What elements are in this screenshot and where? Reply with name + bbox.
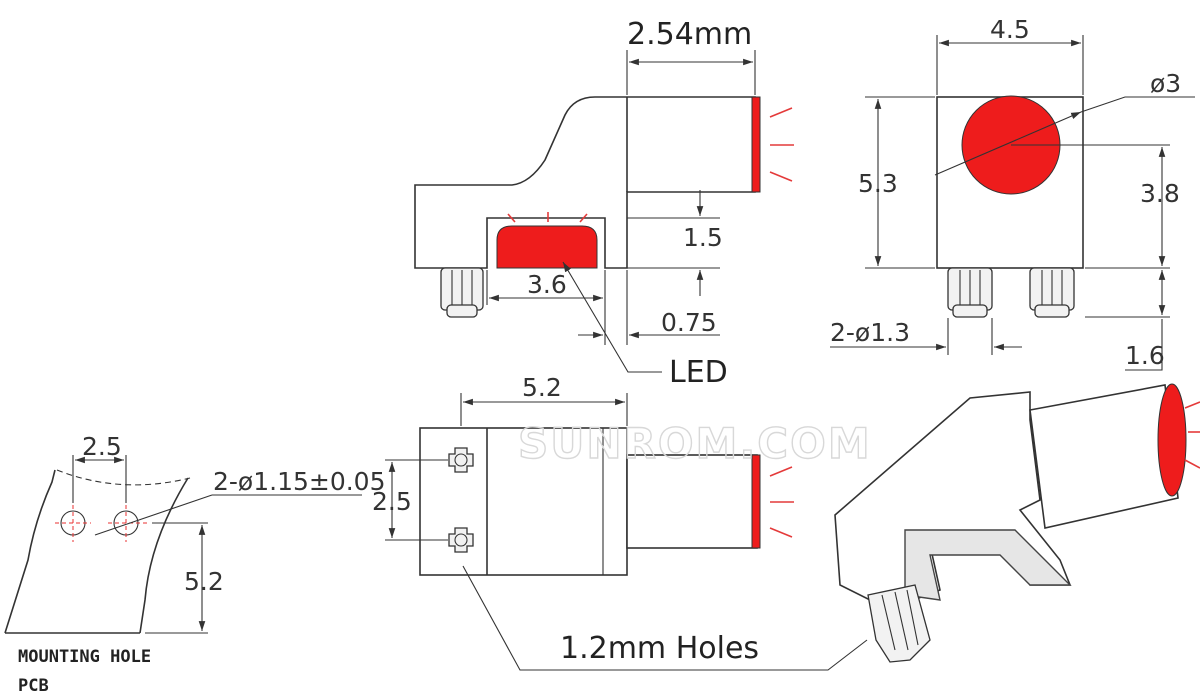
pin-3d bbox=[867, 584, 931, 663]
dim-pitch-top: 2.5 bbox=[372, 487, 412, 516]
dim-pin-length: 1.6 bbox=[1125, 341, 1165, 370]
mounting-boss-top bbox=[448, 447, 474, 473]
pcb-dim-pitch: 2.5 bbox=[82, 432, 122, 461]
side-view: 2.54mm 1.5 3.6 0.75 LED bbox=[414, 17, 794, 390]
dim-diameter: ø3 bbox=[1150, 69, 1181, 98]
dim-pin-diameter: 2-ø1.3 bbox=[830, 318, 910, 347]
led-lens-top bbox=[751, 454, 761, 549]
pin-front-left bbox=[947, 267, 993, 318]
pcb-dim-hole: 2-ø1.15±0.05 bbox=[213, 467, 386, 496]
dim-width-front: 4.5 bbox=[990, 15, 1030, 44]
dim-width-side: 2.54mm bbox=[627, 17, 752, 52]
led-die-side bbox=[496, 225, 598, 269]
pcb-caption-2: PCB bbox=[18, 676, 49, 696]
isometric-view bbox=[834, 383, 1200, 663]
dim-length-top: 5.2 bbox=[522, 373, 562, 402]
watermark: SUNROM.COM bbox=[518, 419, 872, 468]
dim-height-front: 5.3 bbox=[858, 169, 898, 198]
top-view: 5.2 2.5 1.2mm Holes bbox=[372, 373, 868, 671]
pcb-hole-right bbox=[108, 505, 148, 542]
pin-side bbox=[440, 267, 484, 318]
led-lens-side bbox=[751, 96, 761, 193]
mounting-boss-bottom bbox=[448, 527, 474, 553]
pcb-mounting-view: 2.5 2-ø1.15±0.05 5.2 MOUNTING HOLE PCB bbox=[4, 432, 386, 696]
front-view: 4.5 ø3 5.3 3.8 1.6 2-ø1.3 bbox=[830, 15, 1195, 371]
pcb-dim-distance: 5.2 bbox=[184, 567, 224, 596]
holes-callout: 1.2mm Holes bbox=[560, 631, 759, 666]
led-callout: LED bbox=[669, 355, 728, 390]
pcb-hole-left bbox=[55, 505, 91, 542]
dim-height-side: 1.5 bbox=[683, 223, 723, 252]
pcb-caption-1: MOUNTING HOLE bbox=[18, 647, 151, 667]
led-lens-3d bbox=[1157, 383, 1187, 497]
pin-front-right bbox=[1029, 267, 1075, 318]
dim-center-height: 3.8 bbox=[1140, 179, 1180, 208]
dim-offset: 0.75 bbox=[661, 308, 717, 337]
dim-led-width: 3.6 bbox=[527, 270, 567, 299]
